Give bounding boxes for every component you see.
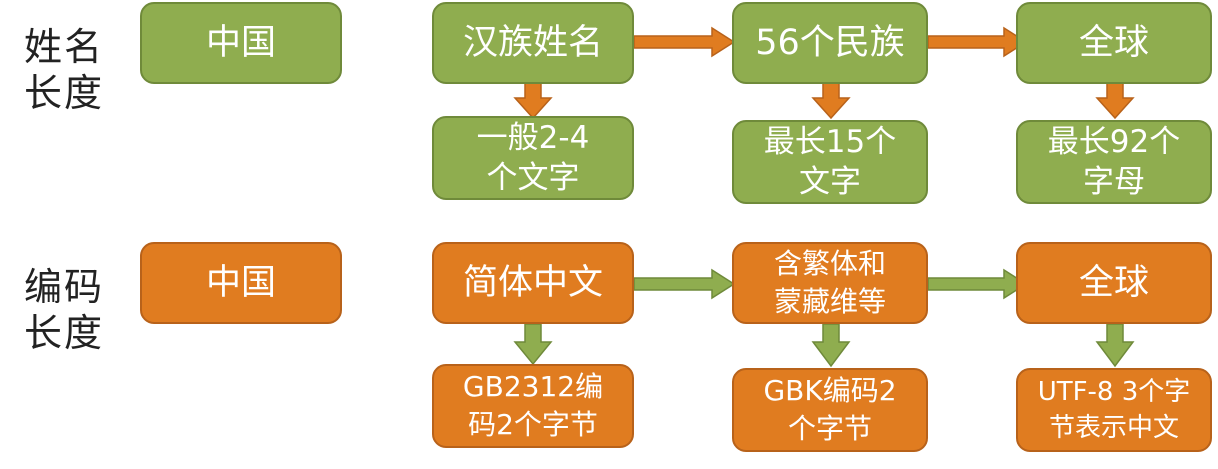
arrow-han-down bbox=[513, 81, 553, 120]
ethnic-detail-box: 最长15个 文字 bbox=[732, 120, 928, 204]
arrow-han-to-ethnic bbox=[633, 26, 736, 58]
arrow-traditional-to-global bbox=[927, 268, 1028, 300]
arrow-simplified-down bbox=[513, 323, 553, 366]
han-detail-box: 一般2-4 个文字 bbox=[432, 116, 634, 200]
arrow-ethnic-down bbox=[811, 81, 851, 120]
encoding-country-box: 中国 bbox=[140, 242, 342, 324]
name-length-label: 姓名 长度 bbox=[24, 25, 105, 115]
global-encoding-box: 全球 bbox=[1016, 242, 1212, 324]
traditional-minority-box: 含繁体和 蒙藏维等 bbox=[732, 242, 928, 324]
ethnic-groups-box: 56个民族 bbox=[732, 2, 928, 84]
arrow-global2-down bbox=[1095, 323, 1135, 368]
gbk-detail-box: GBK编码2 个字节 bbox=[732, 368, 928, 452]
arrow-ethnic-to-global bbox=[927, 26, 1028, 58]
utf8-detail-box: UTF-8 3个字 节表示中文 bbox=[1016, 368, 1212, 452]
gb2312-detail-box: GB2312编 码2个字节 bbox=[432, 364, 634, 448]
global-name-box: 全球 bbox=[1016, 2, 1212, 84]
global-name-detail-box: 最长92个 字母 bbox=[1016, 120, 1212, 204]
arrow-simplified-to-traditional bbox=[633, 268, 736, 300]
name-country-box: 中国 bbox=[140, 2, 342, 84]
simplified-chinese-box: 简体中文 bbox=[432, 242, 634, 324]
encoding-length-label: 编码 长度 bbox=[24, 265, 105, 355]
arrow-global-down bbox=[1095, 81, 1135, 120]
han-name-box: 汉族姓名 bbox=[432, 2, 634, 84]
arrow-traditional-down bbox=[811, 323, 851, 368]
